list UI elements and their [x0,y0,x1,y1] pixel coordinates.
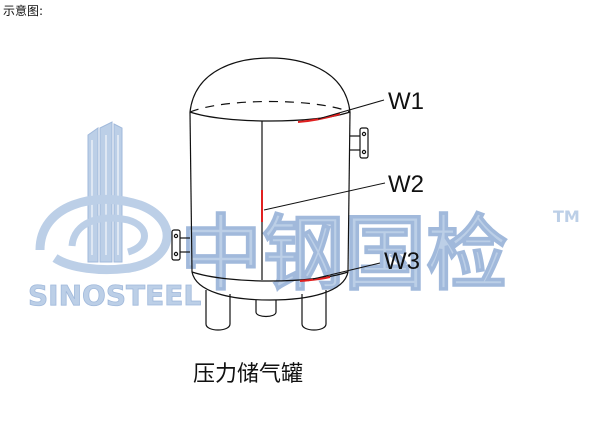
sinosteel-logo-icon [35,121,172,275]
w3-leader [312,262,381,280]
diagram-caption: 压力储气罐 [193,362,303,387]
left-nozzle [171,229,190,261]
w2-leader [263,182,386,211]
support-legs [205,290,327,331]
leader-lines [263,99,386,280]
vessel-bottom-seam [191,271,349,282]
trademark-symbol: TM [553,207,580,226]
vessel-shell-left [189,111,193,273]
w1-leader [317,99,385,120]
vessel-top-head [189,57,351,113]
vessel-shell-right [347,111,351,273]
right-nozzle [350,127,369,159]
sinosteel-wordmark: SINOSTEEL [28,279,201,312]
sinosteel-chinese-wordmark: 中钢国检 [180,207,508,302]
weld-label-w3: W3 [384,248,420,275]
weld-w3-marker [299,276,331,282]
weld-label-w2: W2 [388,171,424,198]
vessel-top-seam-dashed [189,100,351,113]
vessel-bottom-head [191,271,349,301]
weld-label-w1: W1 [388,88,424,115]
diagram-header-label: 示意图: [3,4,44,18]
sinosteel-watermark: SINOSTEEL 中钢国检 TM [28,121,580,312]
